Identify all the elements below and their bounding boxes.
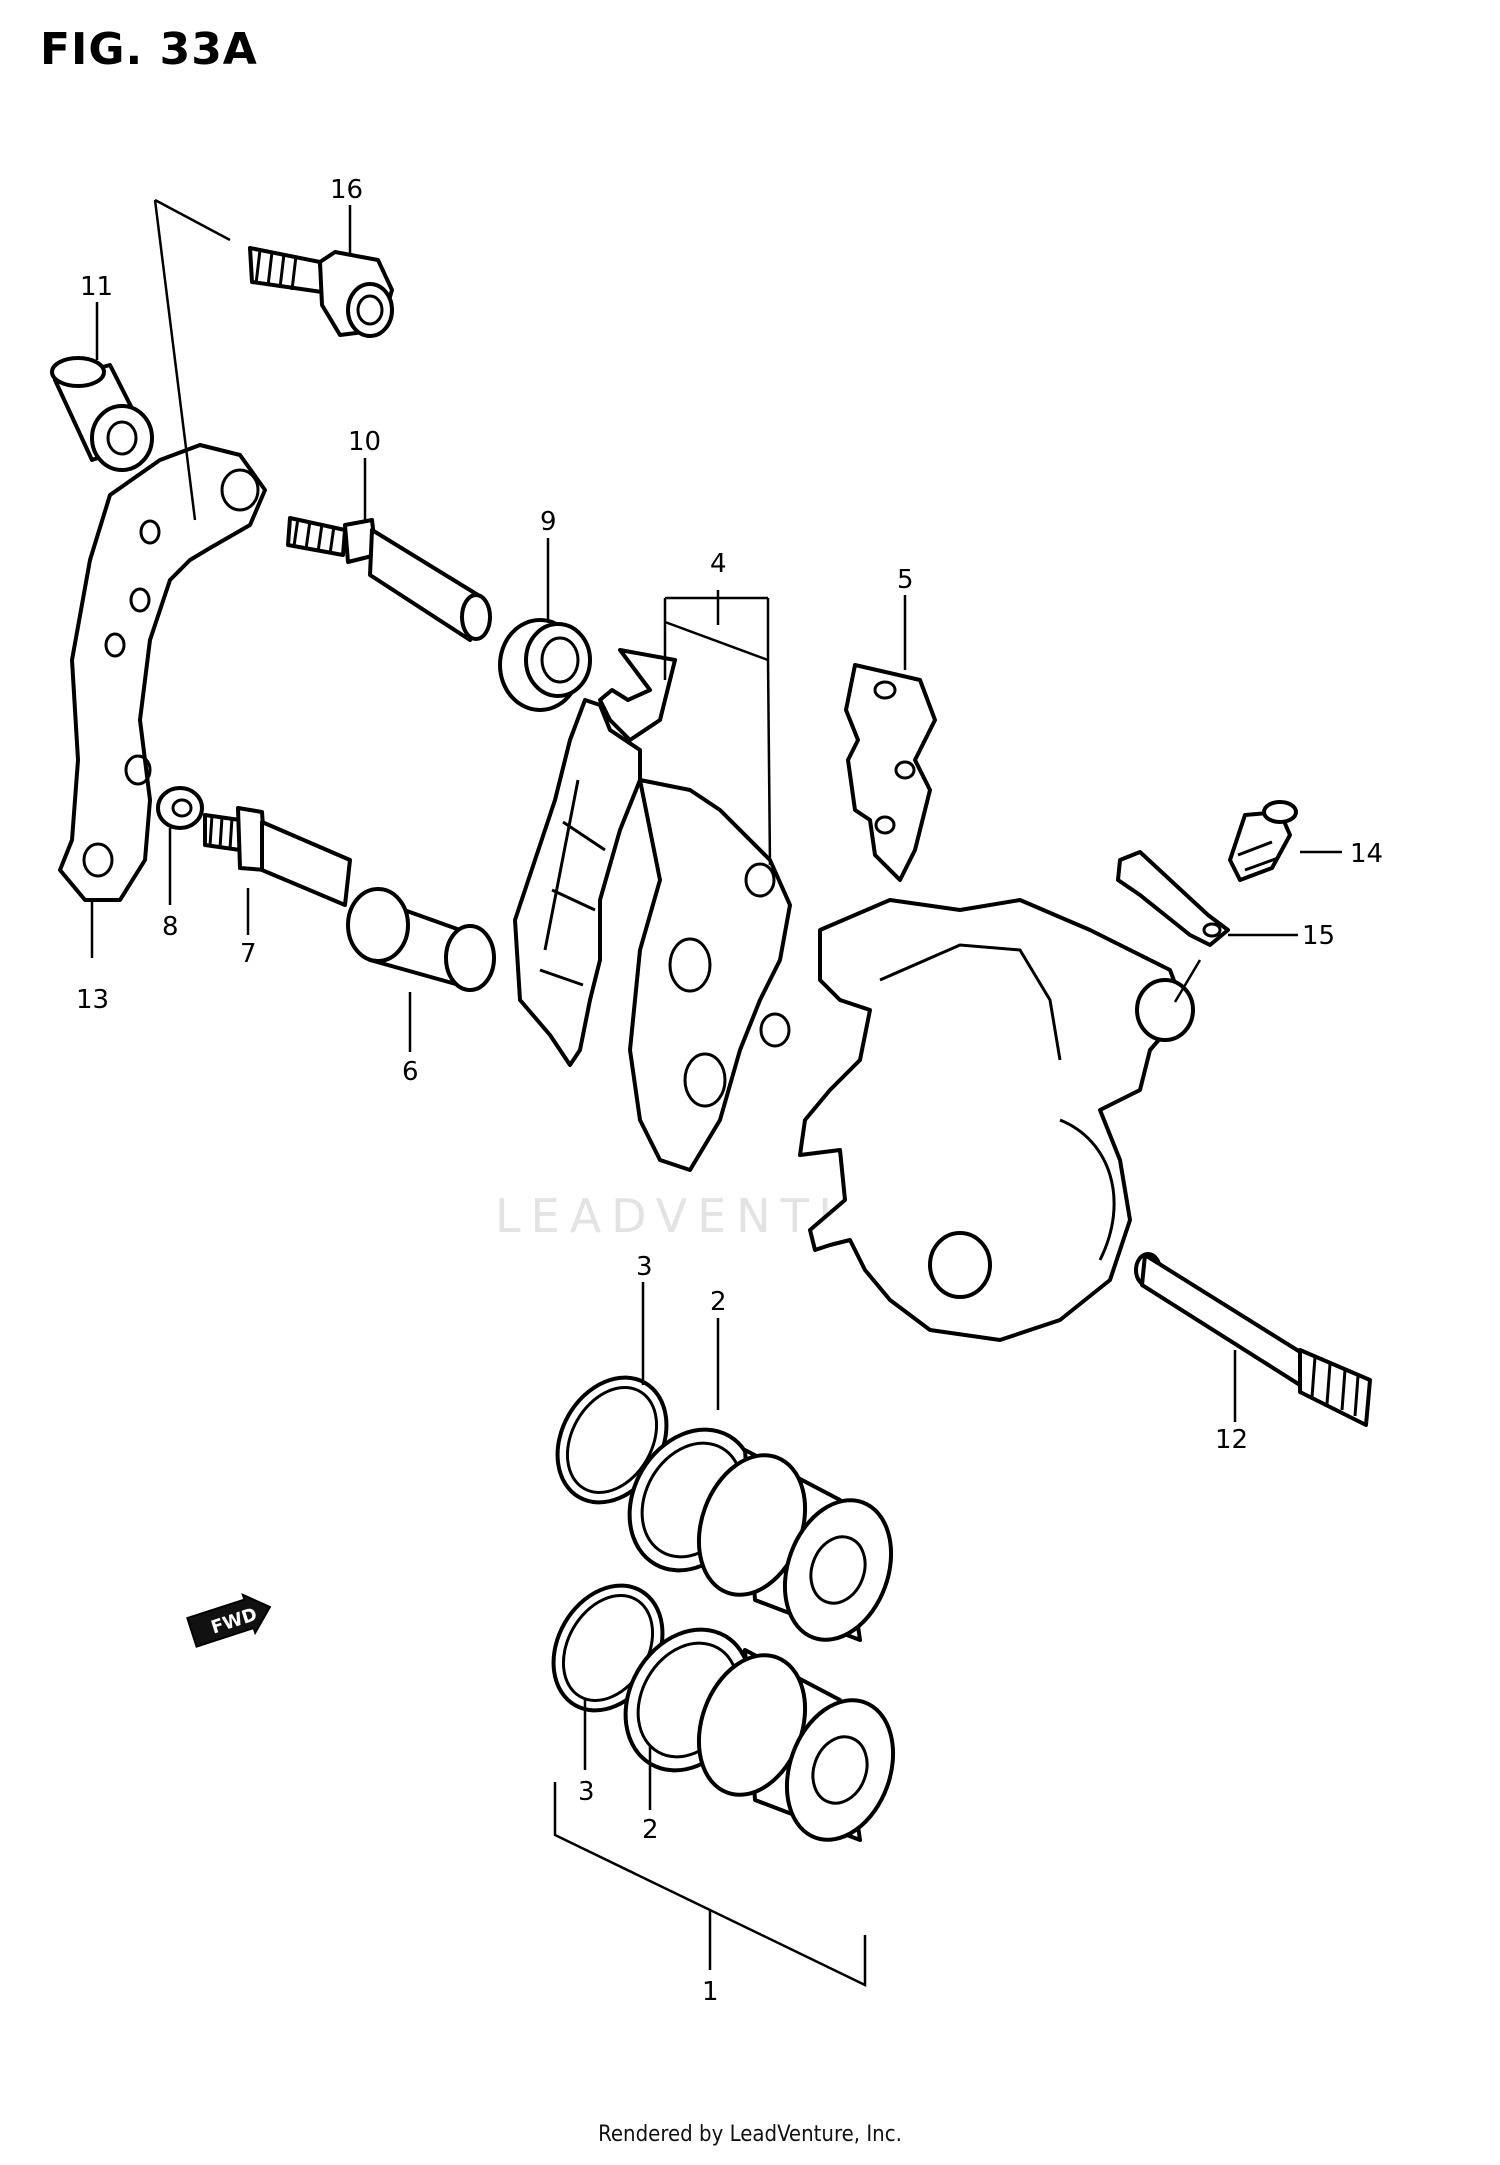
callout-2-lower: 2 (642, 1815, 659, 1845)
part-5-spring[interactable] (844, 663, 937, 882)
figure-title: FIG. 33A (40, 24, 258, 75)
callout-5: 5 (897, 565, 914, 595)
part-8-washer[interactable] (156, 786, 204, 830)
callout-4: 4 (710, 549, 727, 579)
fwd-arrow-icon: FWD (186, 1592, 272, 1648)
part-7-bolt[interactable] (203, 806, 352, 907)
callout-3-lower: 3 (578, 1777, 595, 1807)
callout-8: 8 (162, 912, 179, 942)
callout-14: 14 (1350, 839, 1383, 869)
callout-15: 15 (1302, 921, 1335, 951)
part-16-bolt[interactable] (248, 246, 394, 338)
part-15-cap[interactable] (1116, 850, 1230, 947)
part-4-pad-set[interactable] (513, 648, 792, 1172)
callout-2-upper: 2 (710, 1287, 727, 1317)
part-9-boot[interactable] (498, 618, 592, 712)
callout-1: 1 (702, 1977, 719, 2007)
callout-7: 7 (240, 939, 257, 969)
footer-credit: Rendered by LeadVenture, Inc. (598, 2122, 902, 2147)
callout-10: 10 (348, 427, 381, 457)
callout-12: 12 (1215, 1425, 1248, 1455)
callout-11: 11 (80, 272, 113, 302)
part-12-pin-bolt[interactable] (1134, 1252, 1372, 1427)
part-14-bleeder[interactable] (1228, 800, 1298, 882)
caliper-body[interactable] (798, 898, 1195, 1342)
leader-lines (90, 198, 1342, 1987)
callout-9: 9 (540, 507, 557, 537)
callout-6: 6 (402, 1057, 419, 1087)
callout-3-upper: 3 (636, 1252, 653, 1282)
callout-13: 13 (76, 985, 109, 1015)
part-10-pin[interactable] (286, 516, 492, 642)
part-11-collar[interactable] (50, 356, 154, 472)
piston-1-lower[interactable] (680, 1640, 911, 1855)
callout-16: 16 (330, 175, 363, 205)
piston-1-upper[interactable] (680, 1440, 909, 1655)
part-13-bracket[interactable] (58, 443, 267, 902)
part-6-sleeve[interactable] (346, 887, 496, 992)
